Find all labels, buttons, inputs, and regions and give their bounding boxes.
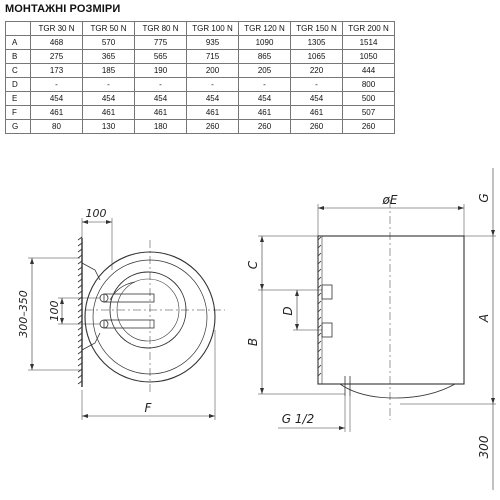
dim-label-c: C xyxy=(246,260,260,269)
table-cell: 260 xyxy=(342,119,395,134)
table-cell: 180 xyxy=(134,119,187,134)
wall-bracket xyxy=(77,236,101,387)
dim-label-a: A xyxy=(477,314,491,323)
dim-label-top-100: 100 xyxy=(86,207,107,220)
page-title: МОНТАЖНІ РОЗМІРИ xyxy=(5,3,121,15)
table-header-row: TGR 30 N TGR 50 N TGR 80 N TGR 100 N TGR… xyxy=(5,21,395,36)
dim-label-300-350: 300–350 xyxy=(17,290,30,338)
table-row: D------800 xyxy=(5,77,395,92)
dim-label-f: F xyxy=(145,401,153,415)
tank-side-view xyxy=(317,200,465,420)
dim-label-g-half: G 1/2 xyxy=(282,412,314,426)
dim-label-g: G xyxy=(477,193,491,202)
table-cell: 260 xyxy=(186,119,239,134)
dim-label-e: øE xyxy=(382,193,398,207)
dim-label-300: 300 xyxy=(477,435,491,458)
dim-label-b: B xyxy=(246,338,260,346)
table-cell: 80 xyxy=(30,119,83,134)
table-cell: 260 xyxy=(290,119,343,134)
dim-label-mid-100: 100 xyxy=(48,301,61,322)
dimensions-table: TGR 30 N TGR 50 N TGR 80 N TGR 100 N TGR… xyxy=(5,21,395,134)
dim-label-d: D xyxy=(281,306,295,315)
